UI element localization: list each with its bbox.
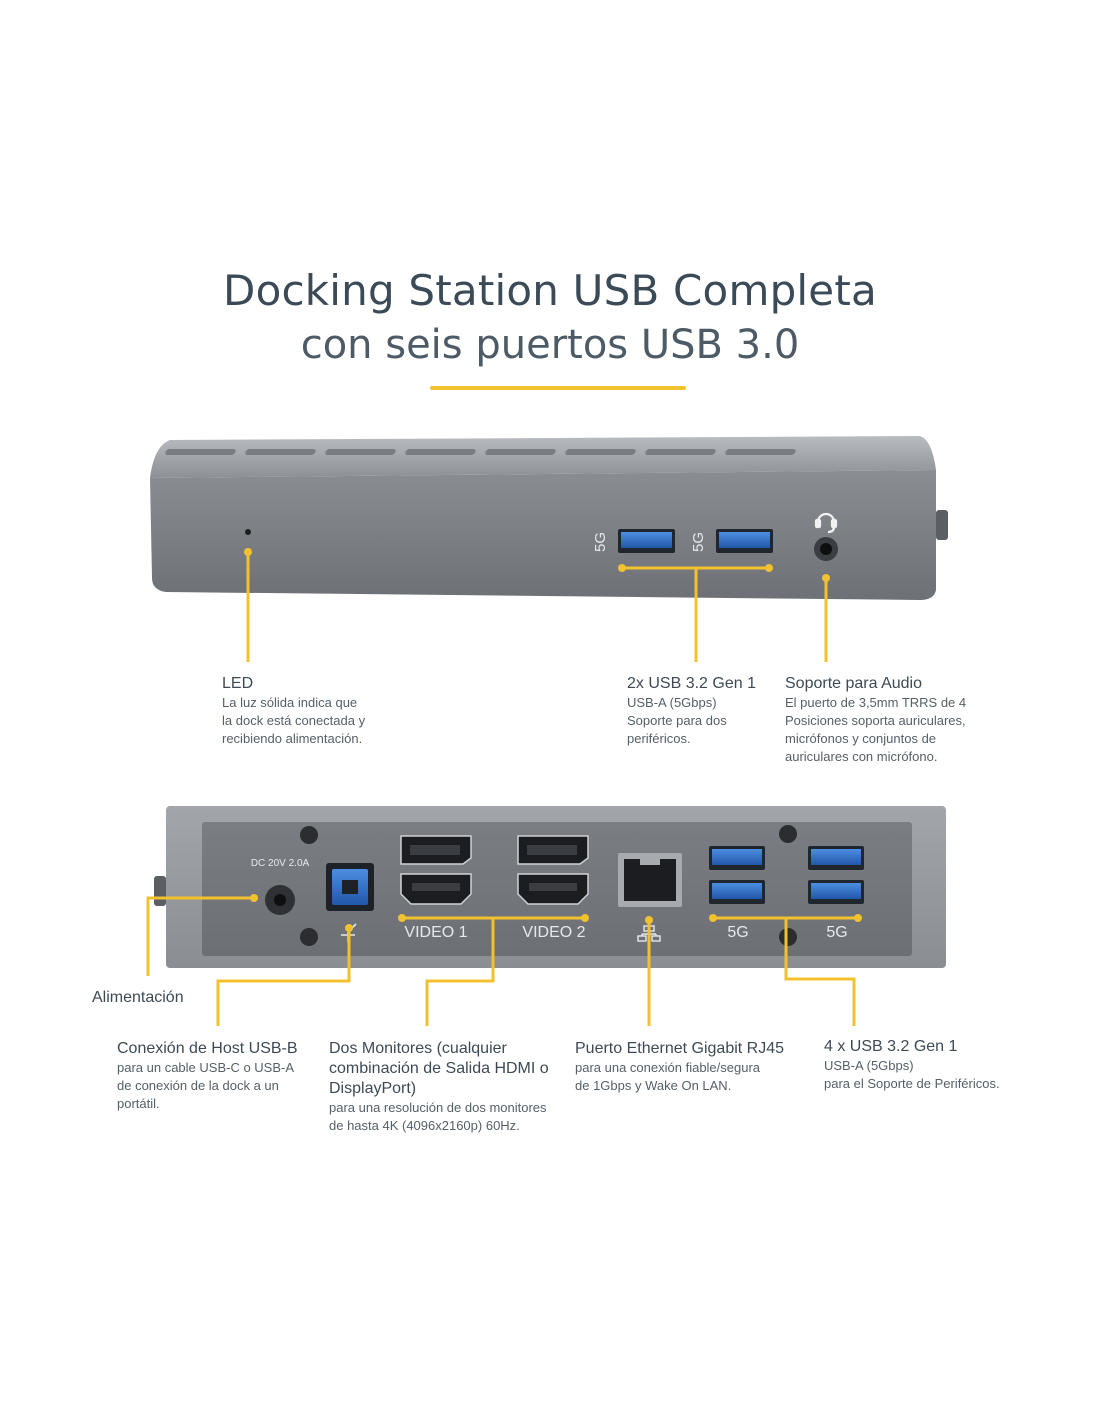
front-usb-mark-1: 5G	[592, 532, 609, 552]
led-indicator	[245, 529, 251, 535]
callout-audio-heading: Soporte para Audio	[785, 675, 922, 692]
callout-power: Alimentación	[92, 988, 232, 1008]
callout-usb-b-heading: Conexión de Host USB-B	[117, 1040, 298, 1057]
page-title: Docking Station USB Completa	[223, 266, 877, 315]
page-subtitle: con seis puertos USB 3.0	[300, 322, 800, 368]
headset-icon	[814, 512, 838, 534]
callout-led: LED La luz sólida indica que la dock est…	[222, 674, 422, 748]
callout-front-usb: 2x USB 3.2 Gen 1 USB-A (5Gbps) Soporte p…	[627, 674, 777, 748]
rear-usb-mark-1: 5G	[727, 924, 748, 941]
hdmi-1	[400, 873, 472, 905]
callout-monitors-heading: DisplayPort)	[329, 1080, 417, 1097]
callout-front-usb-line: periféricos.	[627, 731, 691, 746]
callout-monitors-heading: combinación de Salida HDMI o	[329, 1060, 549, 1077]
callout-usb-b-line: portátil.	[117, 1096, 160, 1111]
ethernet-port	[618, 853, 682, 907]
callout-rear-usb-line: USB-A (5Gbps)	[824, 1058, 914, 1073]
callout-monitors-heading: Dos Monitores (cualquier	[329, 1040, 507, 1057]
rear-usb-port-4	[808, 880, 864, 904]
callout-monitors-line: de hasta 4K (4096x2160p) 60Hz.	[329, 1118, 520, 1133]
callout-front-usb-line: USB-A (5Gbps)	[627, 695, 717, 710]
front-usb-port-2	[716, 529, 773, 553]
callout-monitors-line: para una resolución de dos monitores	[329, 1100, 547, 1115]
displayport-1	[400, 835, 472, 865]
rear-device: DC 20V 2.0A VIDEO 1 V	[154, 806, 946, 968]
callout-ethernet-heading: Puerto Ethernet Gigabit RJ45	[575, 1040, 785, 1057]
rear-usb-port-2	[709, 880, 765, 904]
hdmi-2	[517, 873, 589, 905]
callout-led-line: la dock está conectada y	[222, 713, 366, 728]
side-knob	[936, 510, 948, 540]
usb-b-port	[326, 863, 374, 911]
front-usb-mark-2: 5G	[690, 532, 707, 552]
callout-rear-usb: 4 x USB 3.2 Gen 1 USB-A (5Gbps) para el …	[824, 1037, 1024, 1093]
callout-ethernet-line: para una conexión fiable/segura	[575, 1060, 761, 1075]
displayport-2	[517, 835, 589, 865]
screws	[300, 825, 797, 946]
callout-power-heading: Alimentación	[92, 989, 184, 1006]
callout-front-usb-line: Soporte para dos	[627, 713, 727, 728]
front-device-top	[150, 436, 936, 478]
callout-ethernet-line: de 1Gbps y Wake On LAN.	[575, 1078, 732, 1093]
rear-callout-lines	[146, 896, 858, 1026]
video1-label: VIDEO 1	[404, 924, 467, 941]
callout-led-line: recibiendo alimentación.	[222, 731, 363, 746]
front-callout-lines	[246, 552, 828, 662]
video2-label: VIDEO 2	[522, 924, 585, 941]
callout-led-line: La luz sólida indica que	[222, 695, 358, 710]
callout-audio: Soporte para Audio El puerto de 3,5mm TR…	[785, 674, 985, 766]
callout-usb-b-host: Conexión de Host USB-B para un cable USB…	[117, 1039, 317, 1113]
rear-usb-port-1	[709, 846, 765, 870]
front-usb-port-1	[618, 529, 675, 553]
callout-rear-usb-heading: 4 x USB 3.2 Gen 1	[824, 1038, 958, 1055]
callout-rear-usb-line: para el Soporte de Periféricos.	[824, 1076, 1000, 1091]
callout-audio-line: auriculares con micrófono.	[785, 749, 938, 764]
front-device-face	[150, 470, 936, 600]
rear-usb-mark-2: 5G	[826, 924, 847, 941]
callout-monitors: Dos Monitores (cualquier combinación de …	[329, 1039, 569, 1135]
callout-audio-line: Posiciones soporta auriculares,	[785, 713, 966, 728]
callout-led-heading: LED	[222, 675, 254, 692]
callout-front-usb-heading: 2x USB 3.2 Gen 1	[627, 675, 756, 692]
callout-audio-line: micrófonos y conjuntos de	[785, 731, 937, 746]
title-underline	[430, 386, 686, 390]
rear-usb-port-3	[808, 846, 864, 870]
callout-usb-b-line: de conexión de la dock a un	[117, 1078, 279, 1093]
vent-slots	[165, 449, 796, 455]
callout-ethernet: Puerto Ethernet Gigabit RJ45 para una co…	[575, 1039, 815, 1095]
callout-usb-b-line: para un cable USB-C o USB-A	[117, 1060, 295, 1075]
dc-rating-label: DC 20V 2.0A	[251, 858, 310, 869]
callout-audio-line: El puerto de 3,5mm TRRS de 4	[785, 695, 967, 710]
